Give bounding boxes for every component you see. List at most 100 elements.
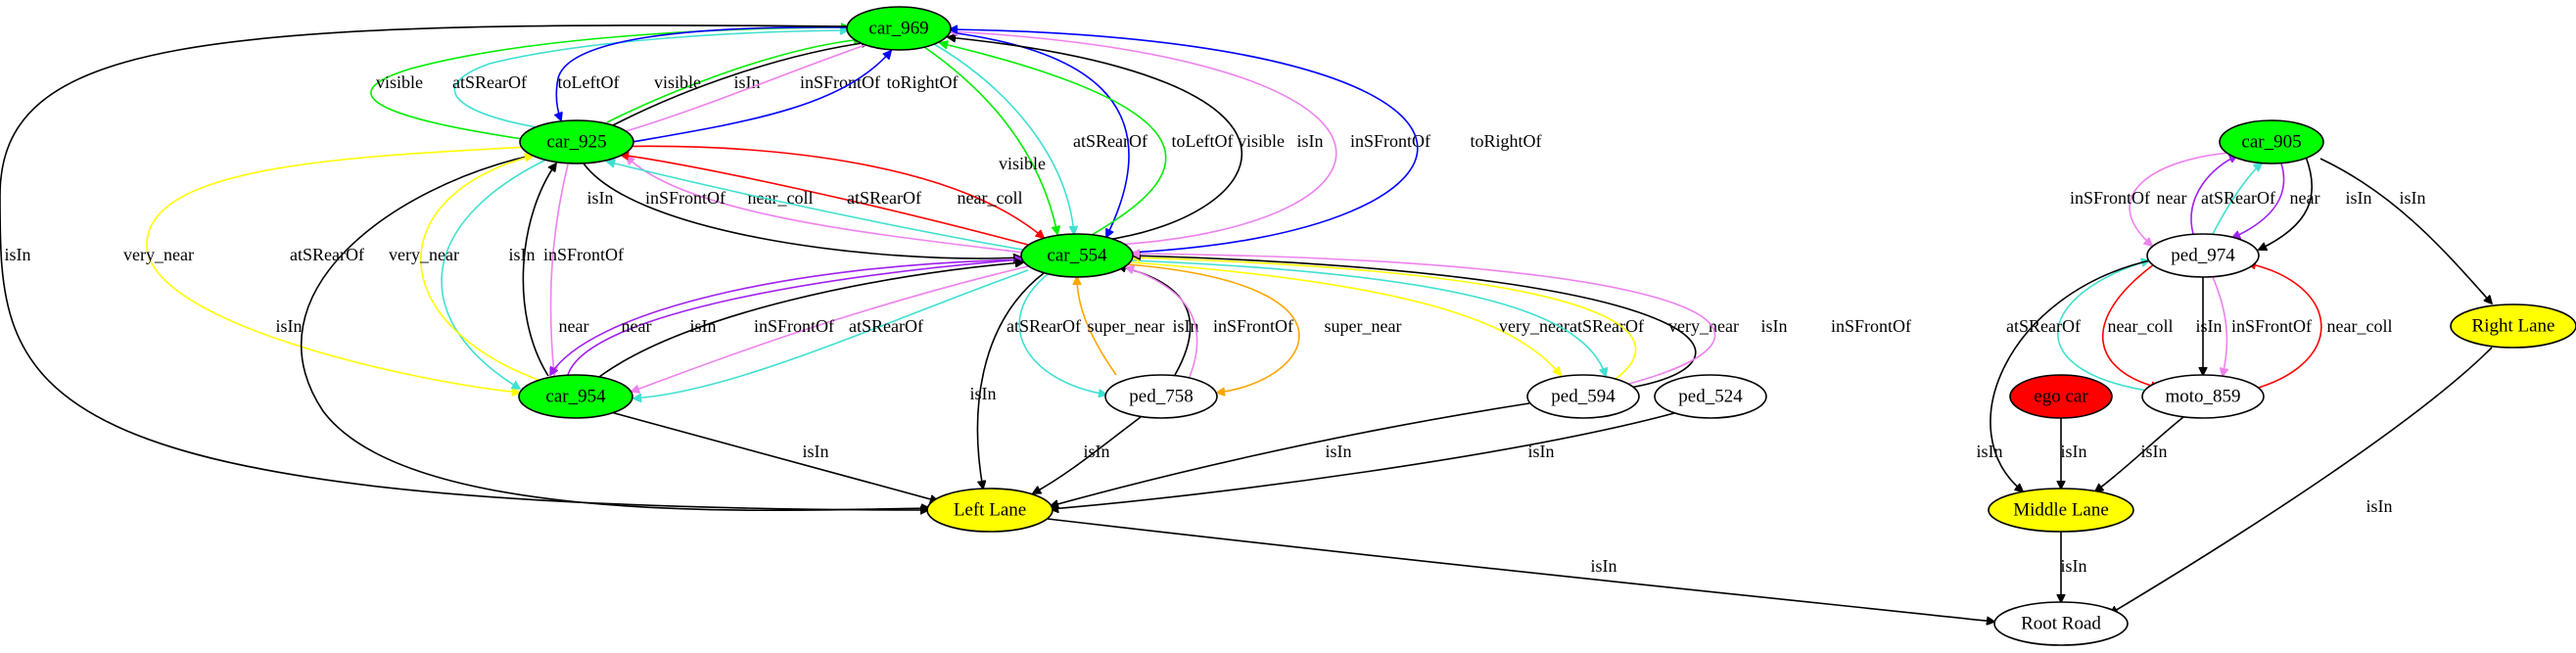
- node-ped_524: ped_524: [1654, 374, 1767, 419]
- node-ped_594: ped_594: [1526, 374, 1640, 419]
- edge-label: isIn: [1297, 131, 1324, 151]
- edge-car_554-car_969: toRightOf: [950, 29, 1542, 254]
- node-ego_car: ego car: [2009, 374, 2113, 419]
- edge-ped_974-moto_859: near_coll: [2101, 263, 2173, 388]
- node-car_969: car_969: [846, 6, 952, 51]
- edge-car_954-car_554: near: [567, 259, 1023, 376]
- edge-line: [1126, 267, 1198, 378]
- edge-car_969-car_554: toLeftOf: [949, 31, 1233, 237]
- edge-ped_974-moto_859: inSFrontOf: [2212, 276, 2312, 376]
- edge-label: visible: [999, 154, 1046, 173]
- edge-label: toLeftOf: [558, 72, 620, 92]
- edge-line: [2190, 156, 2237, 235]
- edge-moto_859-ped_974: near_coll: [2248, 263, 2392, 391]
- edge-car_554-car_954: near: [550, 258, 1029, 375]
- edge-label: isIn: [690, 316, 717, 336]
- edge-car_905-right_lane: isIn: [2319, 158, 2492, 303]
- edge-line: [950, 29, 1419, 254]
- edge-line: [602, 145, 1044, 238]
- edge-label: isIn: [276, 316, 303, 336]
- node-ellipse: [1993, 601, 2129, 646]
- edge-car_925-car_954: inSFrontOf: [543, 163, 624, 375]
- edge-car_554-left_lane: isIn: [970, 272, 1045, 489]
- edge-ped_594-car_554: inSFrontOf: [1132, 254, 1911, 386]
- edge-line: [607, 162, 1029, 252]
- edge-label: isIn: [509, 245, 536, 264]
- edge-line: [627, 157, 1024, 254]
- edge-line: [2095, 416, 2184, 491]
- edge-line: [2259, 156, 2314, 250]
- edge-car_969-car_925: toLeftOf: [556, 26, 850, 120]
- node-car_554: car_554: [1020, 233, 1134, 278]
- edge-label: atSRearOf: [1569, 316, 1644, 336]
- edge-line: [453, 30, 848, 130]
- edge-label: super_near: [1325, 316, 1402, 336]
- edge-line: [612, 42, 869, 126]
- edge-label: inSFrontOf: [1350, 131, 1430, 151]
- edge-label: inSFrontOf: [2070, 188, 2150, 208]
- node-left_lane: Left Lane: [926, 488, 1054, 533]
- edge-label: isIn: [2141, 442, 2168, 461]
- edge-ped_524-left_lane: isIn: [1051, 412, 1675, 509]
- edge-line: [1051, 402, 1530, 506]
- edge-car_925-car_554: near_coll: [602, 145, 1044, 238]
- edge-line: [606, 410, 938, 501]
- edge-line: [551, 163, 569, 375]
- edge-label: isIn: [803, 442, 829, 461]
- edge-label: atSRearOf: [1073, 131, 1147, 151]
- edge-label: isIn: [2346, 188, 2372, 208]
- edge-label: isIn: [1591, 556, 1617, 576]
- edge-ego_car-middle_lane: isIn: [2061, 418, 2087, 489]
- edge-car_554-car_925: atSRearOf: [607, 162, 1029, 252]
- edge-label: isIn: [2400, 188, 2426, 208]
- edge-line: [976, 272, 1045, 489]
- edge-line: [441, 158, 549, 389]
- edge-label: very_near: [123, 245, 194, 264]
- edge-line: [522, 163, 556, 377]
- edge-label: toRightOf: [1470, 131, 1541, 151]
- node-ellipse: [846, 6, 952, 51]
- edge-line: [948, 37, 1243, 241]
- node-label: ped_974: [2171, 246, 2235, 266]
- node-label: ped_524: [1678, 387, 1743, 407]
- node-label: car_954: [545, 387, 606, 407]
- edge-line: [1132, 254, 1716, 386]
- edge-car_925-car_954: atSRearOf: [290, 158, 549, 389]
- edge-line: [1047, 518, 1994, 622]
- edge-label: isIn: [2061, 442, 2087, 461]
- edge-line: [923, 46, 1057, 234]
- edge-ped_974-middle_lane: isIn: [1977, 259, 2151, 491]
- node-ellipse: [518, 374, 633, 419]
- edge-line: [300, 154, 929, 510]
- edge-line: [2319, 158, 2492, 303]
- edge-line: [1125, 263, 1300, 393]
- edge-moto_859-middle_lane: isIn: [2095, 416, 2184, 491]
- edge-ped_974-moto_859: isIn: [2196, 277, 2223, 375]
- edge-car_554-car_925: inSFrontOf: [627, 157, 1024, 254]
- edge-line: [2101, 263, 2159, 388]
- edge-car_554-car_954: atSRearOf: [633, 269, 1029, 398]
- edge-car_554-ped_758: super_near: [1125, 263, 1402, 393]
- node-root_road: Root Road: [1993, 601, 2129, 646]
- edge-line: [2212, 276, 2226, 376]
- edge-label: isIn: [1528, 442, 1555, 461]
- edge-car_925-car_969: toRightOf: [632, 51, 959, 143]
- edge-label: isIn: [1977, 442, 2003, 461]
- edge-line: [622, 41, 876, 133]
- edge-line: [598, 262, 1023, 378]
- node-label: Left Lane: [954, 500, 1026, 521]
- edge-car_925-car_969: atSRearOf: [452, 30, 848, 130]
- node-label: moto_859: [2165, 387, 2240, 407]
- node-label: car_969: [868, 19, 928, 39]
- edge-label: near_coll: [958, 188, 1023, 208]
- edge-line: [146, 146, 530, 393]
- edge-car_905-ped_974: near: [2232, 163, 2319, 238]
- node-middle_lane: Middle Lane: [1988, 488, 2134, 533]
- edge-label: atSRearOf: [847, 188, 921, 208]
- node-label: ped_758: [1129, 387, 1193, 407]
- edge-label: inSFrontOf: [543, 245, 624, 264]
- edge-car_554-ped_758: atSRearOf: [1007, 273, 1106, 395]
- node-ped_758: ped_758: [1104, 374, 1218, 419]
